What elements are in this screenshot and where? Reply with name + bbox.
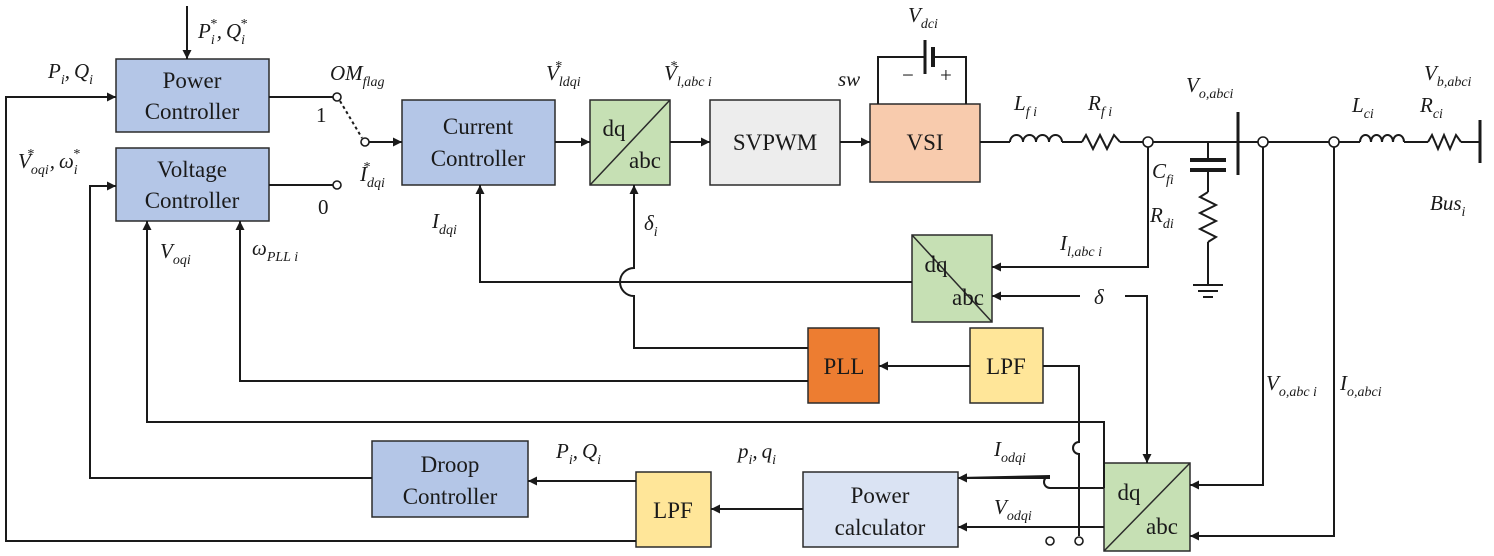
battery-minus-label: −	[902, 63, 914, 87]
cf-label: Cfi	[1152, 159, 1174, 188]
iodq-wire	[957, 473, 1104, 489]
output-voltage-node	[1257, 136, 1269, 148]
om-flag-switch-arm	[339, 100, 363, 139]
droop-controller-block	[371, 440, 529, 518]
io-abc-right-label: Io,abci	[1339, 371, 1382, 400]
rf-label: Rf i	[1087, 91, 1112, 120]
droop-controller-label-line1: Droop	[421, 452, 480, 477]
pq-instant-label: pi,qi	[736, 439, 776, 468]
power-calculator-label-line2: calculator	[835, 515, 926, 540]
damping-resistor-rd	[1197, 191, 1219, 243]
droop-p-to-power-controller-wire	[5, 92, 636, 542]
il-abc-label: Il,abc i	[1059, 231, 1102, 260]
vo-abc-top-label: Vo,abci	[1186, 73, 1234, 102]
lpf-bottom-block	[635, 471, 712, 548]
current-controller-block	[401, 99, 556, 186]
voltage-controller-block	[115, 147, 270, 222]
bus-label: Busi	[1430, 191, 1466, 220]
line-resistor-rc	[1427, 132, 1462, 152]
vodq-junction-2	[1074, 536, 1084, 546]
delta-to-output-transform-wire	[1125, 295, 1152, 463]
power-controller-label-line1: Power	[163, 68, 222, 93]
pll-label: PLL	[824, 354, 865, 379]
pll-block	[807, 327, 880, 404]
vsi-label: VSI	[906, 130, 943, 155]
current-controller-label-line2: Controller	[431, 146, 526, 171]
output-current-node	[1328, 136, 1340, 148]
lf-label: Lf i	[1013, 91, 1037, 120]
lpf-top-label: LPF	[986, 354, 1026, 379]
line-inductor-lc	[1359, 134, 1405, 143]
abc-dq-output-top-label: dq	[1118, 480, 1142, 505]
voltage-controller-label-line1: Voltage	[157, 157, 227, 182]
switch-node-1	[332, 92, 342, 102]
io-abc-feedback-wire	[1190, 147, 1335, 541]
voltage-freq-ref-label: Voqi*,ωi*	[18, 147, 80, 178]
switch-position-0-label: 0	[318, 195, 329, 219]
rd-label: Rdi	[1149, 203, 1174, 232]
iodq-label: Iodqi	[993, 437, 1026, 466]
abc-dq-current-top-label: dq	[925, 252, 949, 277]
abc-dq-current-bottom-label: abc	[952, 285, 984, 310]
filter-inductor-lf	[1009, 134, 1063, 143]
voq-feedback-wire	[142, 221, 1105, 488]
delta-i-label: δi	[644, 211, 658, 240]
vlabc-ref-label: Vl,abc i*	[664, 59, 712, 90]
vodq-to-lpf-wire	[1043, 365, 1080, 536]
voltage-controller-label-line2: Controller	[145, 188, 240, 213]
delta-i-wire	[619, 185, 808, 349]
idq-feedback-label: Idqi	[431, 209, 457, 238]
battery-plus-label: +	[940, 63, 952, 87]
om-flag-label: OMflag	[330, 61, 384, 90]
vo-abc-right-label: Vo,abc i	[1266, 371, 1317, 400]
power-controller-block	[115, 58, 270, 133]
switching-signal-label: sw	[838, 67, 860, 91]
vo-abc-feedback-wire	[1190, 147, 1264, 490]
voq-feedback-label: Voqi	[160, 239, 191, 268]
power-calculator-label-line1: Power	[851, 483, 910, 508]
switch-node-0	[332, 180, 342, 190]
switch-position-1-label: 1	[316, 103, 327, 127]
filter-current-node	[1142, 136, 1154, 148]
power-calculator-block	[802, 471, 959, 548]
switch-common-node	[360, 137, 370, 147]
dq-abc-diagonal	[589, 99, 671, 186]
rc-label: Rci	[1419, 93, 1443, 122]
lc-label: Lci	[1351, 93, 1374, 122]
idq-ref-label: Idqi*	[359, 160, 385, 191]
dq-abc-top-label: dq	[603, 116, 627, 141]
vldq-ref-label: Vldqi*	[546, 59, 581, 90]
abc-dq-current-diagonal	[911, 234, 993, 323]
wpll-wire	[235, 221, 808, 382]
pq-measured-label: Pi,Qi	[47, 59, 93, 88]
svpwm-label: SVPWM	[733, 130, 817, 155]
vb-abc-label: Vb,abci	[1424, 61, 1472, 90]
pq-ref-label: Pi*,Qi*	[197, 17, 247, 48]
vdc-label: Vdci	[908, 3, 938, 32]
il-abc-feedback-wire	[992, 147, 1149, 272]
abc-dq-output-diagonal	[1103, 462, 1191, 552]
delta-label: δ	[1094, 285, 1105, 309]
dc-link-wire	[877, 56, 967, 104]
idq-feedback-wire	[475, 185, 912, 283]
pq-filtered-label: Pi,Qi	[555, 439, 601, 468]
filter-resistor-rf	[1081, 132, 1121, 152]
current-controller-label-line1: Current	[443, 114, 514, 139]
lpf-top-block	[969, 327, 1044, 404]
dq-abc-bottom-label: abc	[629, 148, 661, 173]
vodq-junction-1	[1045, 536, 1055, 546]
lpf-bottom-label: LPF	[653, 498, 693, 523]
power-controller-label-line2: Controller	[145, 99, 240, 124]
droop-to-voltage-controller-wire	[89, 181, 372, 479]
vodq-label: Vodqi	[994, 495, 1032, 524]
abc-dq-output-bottom-label: abc	[1146, 514, 1178, 539]
droop-controller-label-line2: Controller	[403, 484, 498, 509]
wpll-label: ωPLL i	[252, 236, 298, 265]
